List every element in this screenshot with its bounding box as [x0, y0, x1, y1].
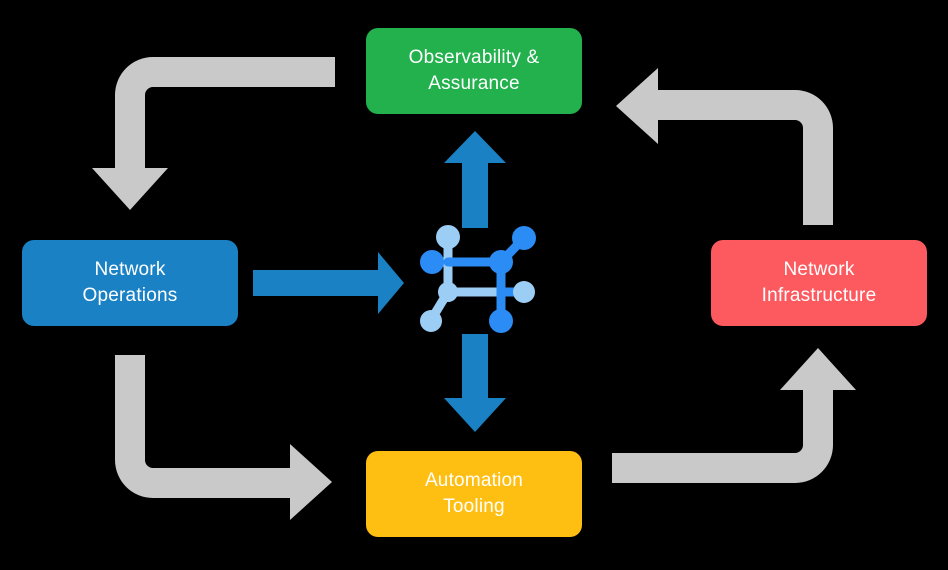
- node-label-observability: Observability & Assurance: [408, 47, 540, 94]
- network-topology-icon-svg: [420, 225, 536, 333]
- arrow-center-to-automation: [444, 334, 506, 432]
- arrow-center-to-observability: [444, 131, 506, 228]
- arrow-operations-to-automation: [115, 355, 332, 520]
- arrow-infrastructure-to-observability: [616, 68, 833, 225]
- node-label-network-infrastructure: Network Infrastructure: [761, 259, 877, 306]
- node-box-automation-tooling[interactable]: Automation Tooling: [366, 451, 582, 537]
- node-label-network-operations: Network Operations: [82, 259, 178, 306]
- network-edges-primary: [443, 233, 529, 326]
- arrow-observability-to-operations: [92, 57, 335, 210]
- arrow-operations-to-center: [253, 252, 404, 314]
- network-nodes: [420, 225, 536, 333]
- node-box-network-operations[interactable]: Network Operations: [22, 240, 238, 326]
- arrow-automation-to-infrastructure: [612, 348, 856, 483]
- node-label-automation-tooling: Automation Tooling: [424, 470, 524, 517]
- node-box-network-infrastructure[interactable]: Network Infrastructure: [711, 240, 927, 326]
- network-topology-icon: [418, 218, 538, 338]
- network-edges-secondary: [426, 232, 506, 325]
- node-box-observability[interactable]: Observability & Assurance: [366, 28, 582, 114]
